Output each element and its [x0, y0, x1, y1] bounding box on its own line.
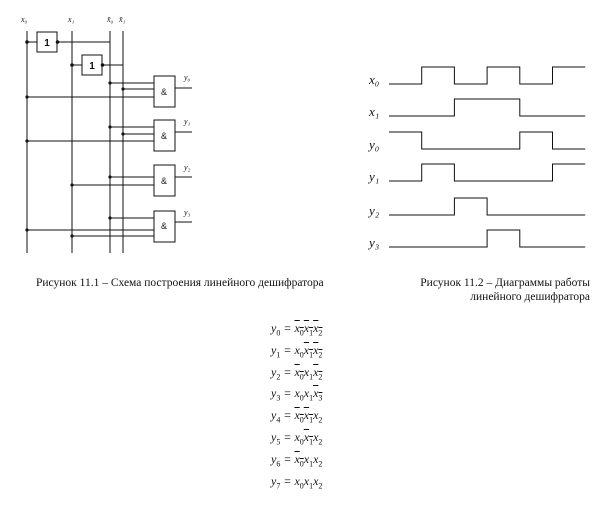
not-gate-1-symbol: 1	[44, 38, 50, 49]
figure-11-2-caption-line1: Рисунок 11.2 – Диаграммы работы	[420, 277, 590, 289]
timing-label-1: x₁	[368, 104, 379, 119]
input-label-x1: x₁	[67, 15, 75, 24]
equation-y1: y1 = x0x1x2	[271, 342, 323, 360]
figure-11-2-caption: Рисунок 11.2 – Диаграммы работы линейног…	[420, 276, 590, 304]
equation-y4: y4 = x0x1x2	[271, 408, 323, 425]
output-label-y1: y₁	[183, 117, 191, 126]
figure-11-1-caption: Рисунок 11.1 – Схема построения линейног…	[36, 277, 324, 289]
equation-y7: y7 = x0x1x2	[271, 473, 323, 490]
and-gate-1-symbol: &	[161, 131, 167, 141]
timing-signal-4	[389, 197, 586, 216]
decoder-equations: y0 = x0x1x2 y1 = x0x1x2 y2 = x0x1x2 y3 = x0…	[271, 318, 322, 492]
and-gate-0-symbol: &	[161, 87, 167, 97]
output-label-y3: y₃	[183, 208, 191, 217]
timing-label-5: y₃	[367, 235, 379, 250]
timing-label-4: y₂	[367, 203, 380, 218]
equation-y3: y3 = x0x1x3	[271, 386, 323, 403]
figure-11-2-caption-line2: линейного дешифратора	[470, 291, 590, 303]
timing-label-0: x₀	[368, 72, 379, 87]
output-label-y2: y₂	[183, 163, 191, 172]
output-label-y0: y₀	[183, 73, 191, 82]
input-label-x0-inverted: x̄₀	[106, 15, 114, 24]
equation-y2: y2 = x0x1x2	[271, 364, 323, 381]
not-gate-2-symbol: 1	[89, 61, 95, 72]
equation-y5: y5 = x0x1x2	[271, 429, 323, 447]
equation-y0: y0 = x0x1x2	[271, 321, 323, 338]
timing-label-3: y₁	[367, 169, 379, 184]
timing-signal-5	[389, 229, 586, 248]
timing-signal-2	[389, 131, 586, 150]
and-gate-3-symbol: &	[161, 221, 167, 231]
timing-label-2: y₀	[367, 137, 379, 152]
timing-signal-3	[389, 163, 586, 182]
input-label-x1-inverted: x̄₁	[118, 15, 126, 24]
timing-diagram: x₀ x₁ y₀ y₁ y₂ y₃	[367, 66, 586, 250]
timing-signal-0	[389, 66, 586, 85]
and-gate-2-symbol: &	[161, 176, 167, 186]
input-label-x0: x₀	[20, 15, 28, 24]
equation-y6: y6 = x0x1x2	[271, 451, 323, 469]
timing-signal-1	[389, 98, 586, 117]
